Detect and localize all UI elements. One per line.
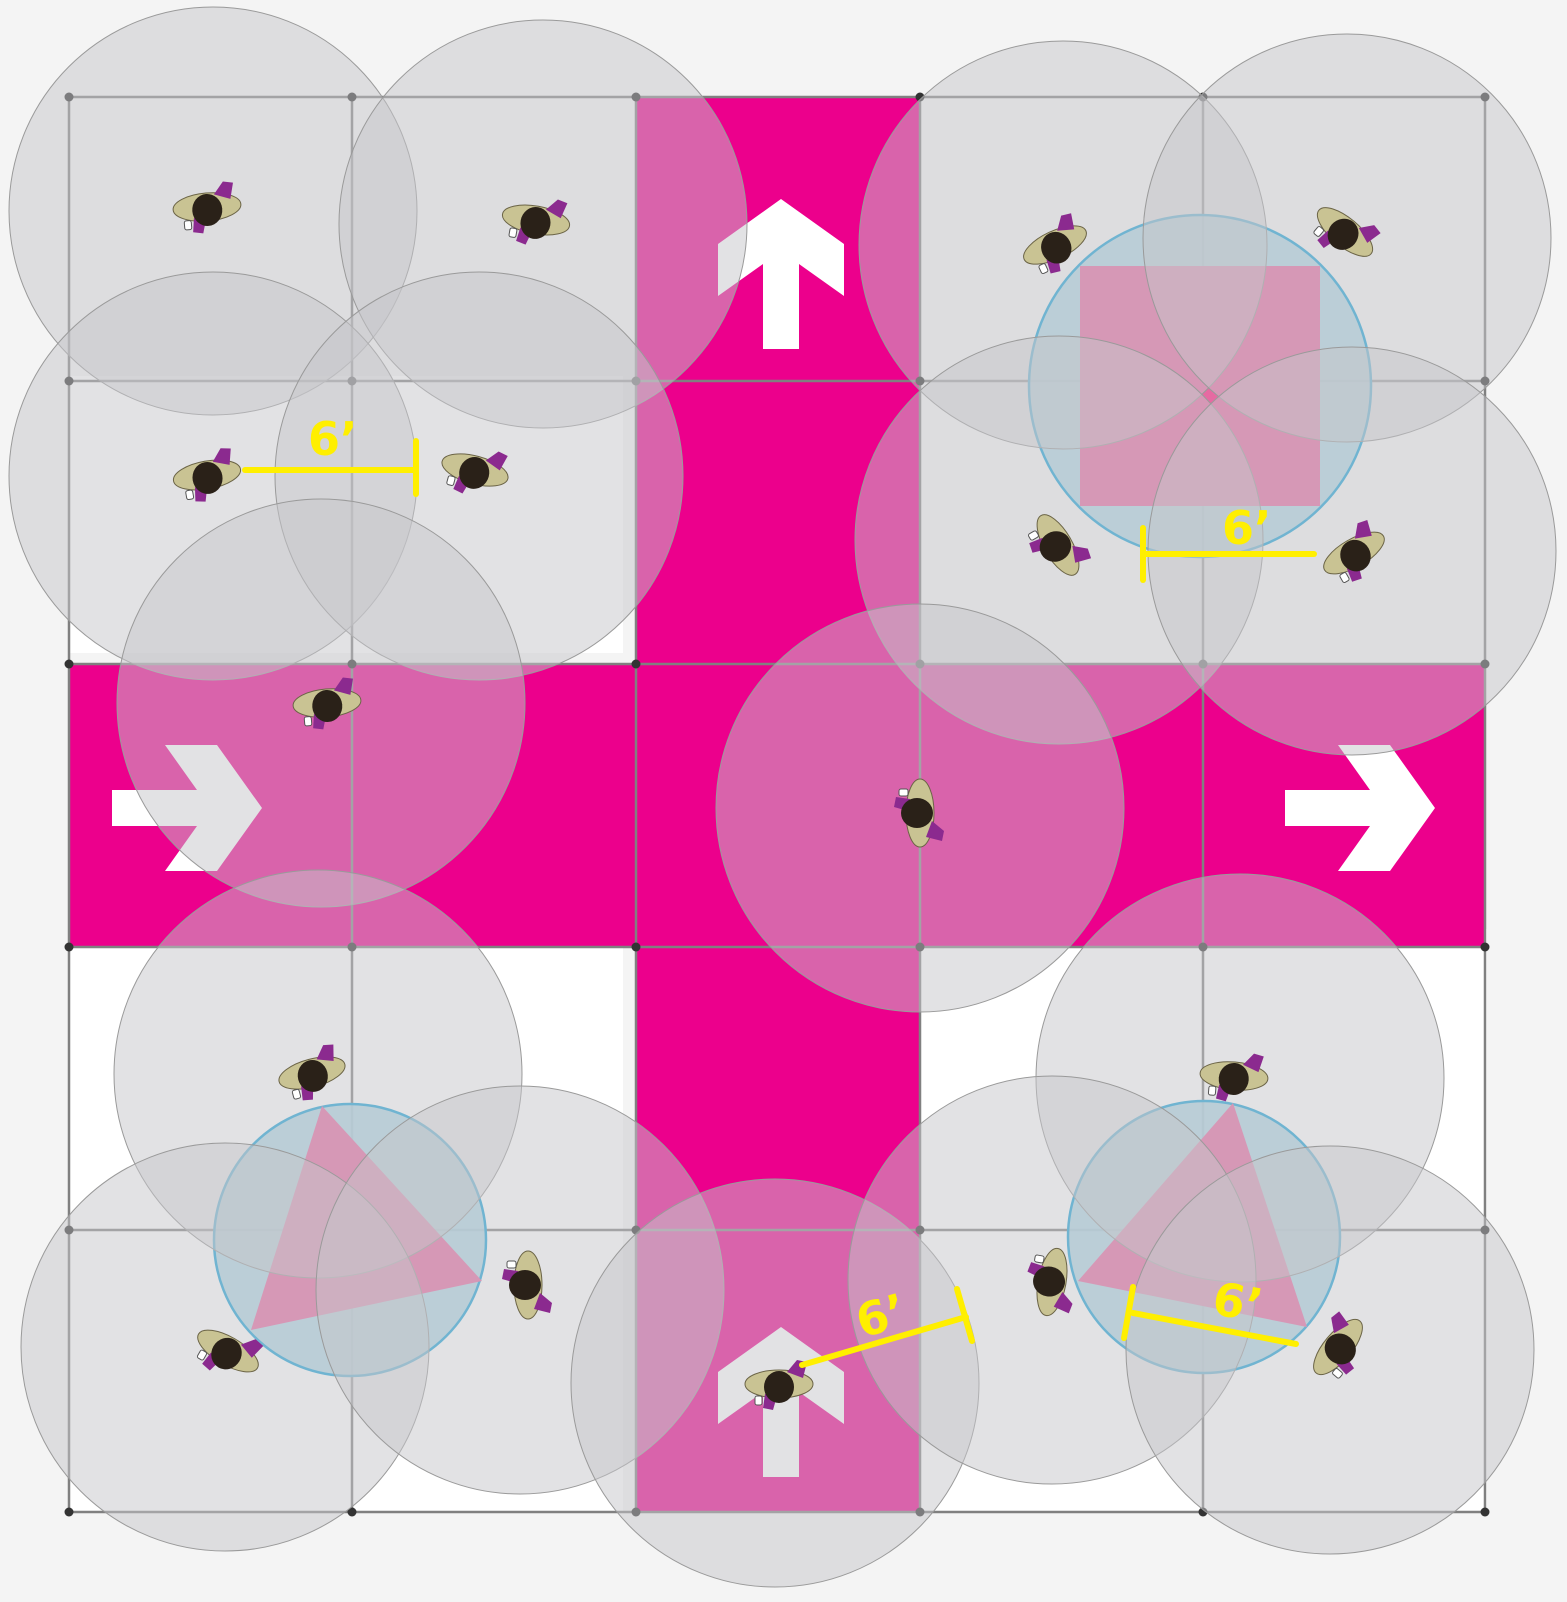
distance-markers	[242, 438, 1317, 1368]
grid-node	[64, 659, 74, 669]
grid-node	[631, 942, 641, 952]
grid-node	[347, 1507, 357, 1517]
distance-label: 6’	[308, 412, 357, 466]
grid-node	[64, 942, 74, 952]
distance-label: 6’	[1209, 1271, 1267, 1333]
grid-node	[1480, 1507, 1490, 1517]
grid-node	[631, 659, 641, 669]
distance-label: 6’	[1222, 501, 1271, 555]
grid-node	[64, 1507, 74, 1517]
grid-node	[1480, 942, 1490, 952]
